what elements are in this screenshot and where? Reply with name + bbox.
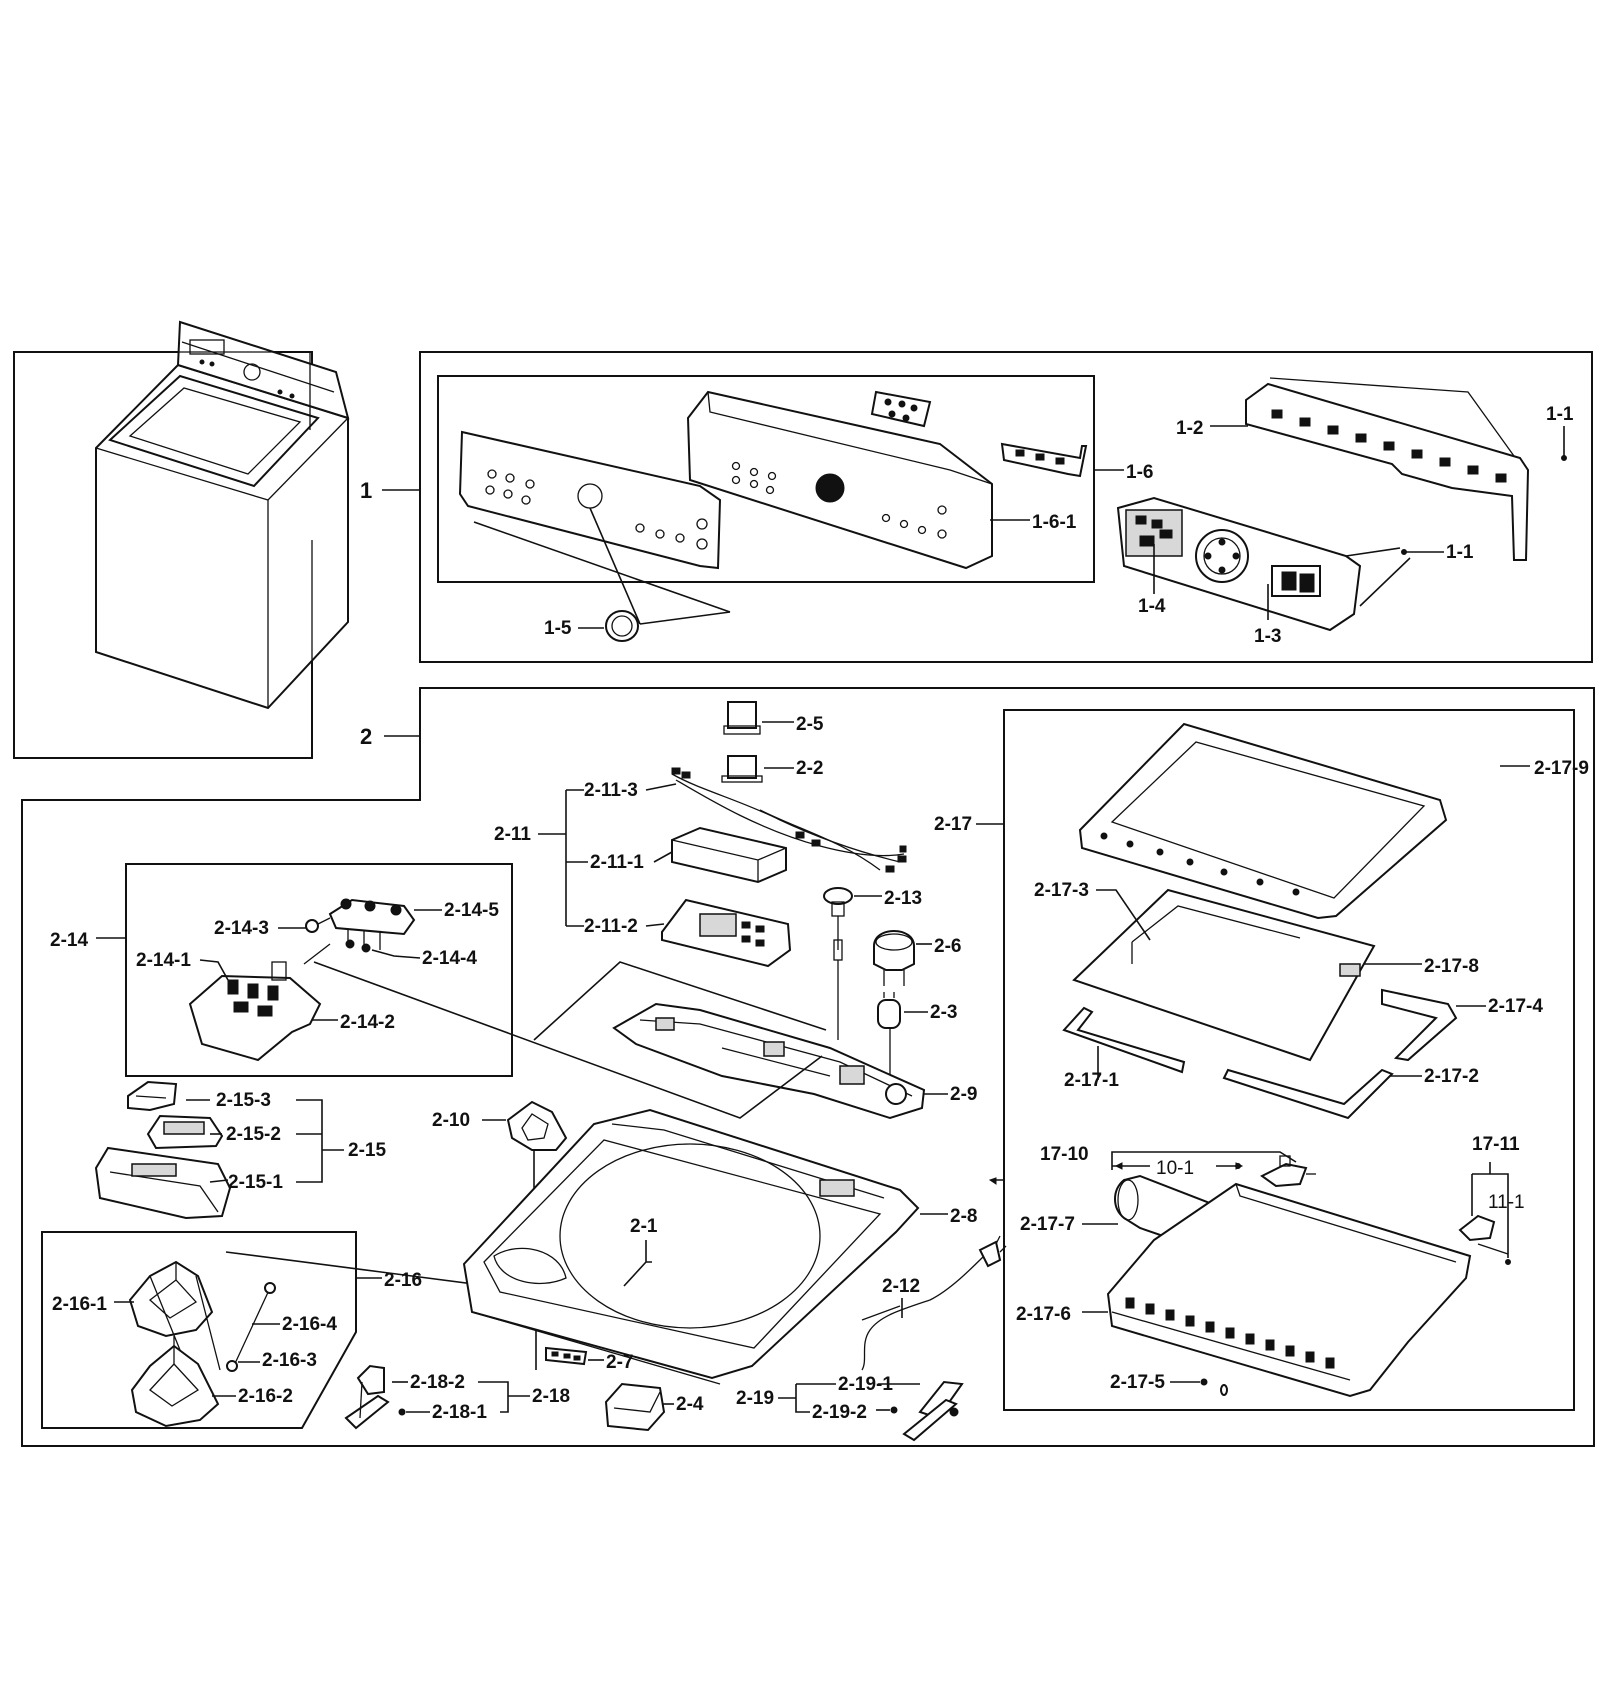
section-2-boundary: 2: [21, 687, 1595, 1447]
part-2-17-group: 2-17 2-17-9 2-17-3 2-17-8 2-17-4 2-17-1 …: [934, 709, 1589, 1411]
label-2-3: 2-3: [930, 1002, 957, 1023]
label-2-17-6: 2-17-6: [1016, 1304, 1071, 1325]
part-2-15-group: 2-15-3 2-15-2 2-15-1 2-15: [94, 1080, 386, 1220]
part-2-19-group: 2-19 2-19-1 2-19-2: [736, 1374, 964, 1442]
part-2-7: 2-7: [545, 1346, 633, 1373]
label-2-18: 2-18: [532, 1386, 570, 1407]
part-2-5-2-2: 2-5 2-2: [721, 701, 824, 783]
label-2-11-1: 2-11-1: [590, 852, 644, 873]
label-2-14-1: 2-14-1: [136, 950, 191, 971]
label-2-5: 2-5: [796, 714, 824, 735]
label-2-17-2: 2-17-2: [1424, 1066, 1479, 1087]
label-2-8: 2-8: [950, 1206, 977, 1227]
part-2-10-2-8: 2-10 2-1 2-8: [432, 1100, 977, 1385]
label-2-17-1: 2-17-1: [1064, 1070, 1119, 1091]
label-2-16-2: 2-16-2: [238, 1386, 293, 1407]
label-1-6: 1-6: [1126, 462, 1153, 483]
label-2-2: 2-2: [796, 758, 823, 779]
label-2-17: 2-17: [934, 814, 972, 835]
label-2-6: 2-6: [934, 936, 961, 957]
label-2-15-3: 2-15-3: [216, 1090, 271, 1111]
label-17-11: 17-11: [1472, 1134, 1520, 1155]
label-2-16: 2-16: [384, 1270, 422, 1291]
part-2-13-2-6-2-3: 2-13 2-6 2-3: [823, 887, 961, 1080]
label-2-12: 2-12: [882, 1276, 920, 1297]
label-2-14-4: 2-14-4: [422, 948, 477, 969]
label-1-5: 1-5: [544, 618, 572, 639]
label-2-1: 2-1: [630, 1216, 658, 1237]
label-2-14: 2-14: [50, 930, 88, 951]
part-2-18-group: 2-18-2 2-18-1 2-18: [344, 1364, 570, 1430]
part-2-14-group: 2-14 2-14-5 2-14-3 2-14-4 2-14-1 2-14-2: [50, 863, 513, 1077]
label-2-14-2: 2-14-2: [340, 1012, 395, 1033]
label-2-16-3: 2-16-3: [262, 1350, 317, 1371]
label-2-9: 2-9: [950, 1084, 977, 1105]
label-2-17-3: 2-17-3: [1034, 880, 1089, 901]
label-2-11-2: 2-11-2: [584, 916, 638, 937]
label-1-3: 1-3: [1254, 626, 1281, 647]
label-2-13: 2-13: [884, 888, 922, 909]
label-2-18-2: 2-18-2: [410, 1372, 465, 1393]
label-2-16-4: 2-16-4: [282, 1314, 337, 1335]
label-2-10: 2-10: [432, 1110, 470, 1131]
label-17-10: 17-10: [1040, 1144, 1089, 1165]
label-2-17-8: 2-17-8: [1424, 956, 1479, 977]
label-2-17-9: 2-17-9: [1534, 758, 1589, 779]
label-2-4: 2-4: [676, 1394, 704, 1415]
label-2-17-5: 2-17-5: [1110, 1372, 1165, 1393]
label-1-1-mid: 1-1: [1446, 542, 1474, 563]
label-2-19-2: 2-19-2: [812, 1402, 867, 1423]
label-2: 2: [360, 724, 372, 749]
section-1-control-panel: 1 1-5 1-6: [360, 351, 1593, 663]
label-2-16-1: 2-16-1: [52, 1294, 107, 1315]
label-2-18-1: 2-18-1: [432, 1402, 487, 1423]
label-1-2: 1-2: [1176, 418, 1203, 439]
label-2-17-7: 2-17-7: [1020, 1214, 1075, 1235]
part-2-4: 2-4: [604, 1382, 704, 1432]
label-2-15-1: 2-15-1: [228, 1172, 283, 1193]
label-11-1: 11-1: [1488, 1192, 1525, 1213]
label-1-1-top: 1-1: [1546, 404, 1574, 425]
label-1-4: 1-4: [1138, 596, 1166, 617]
label-2-11-3: 2-11-3: [584, 780, 638, 801]
part-2-9: 2-9: [313, 961, 977, 1120]
label-2-17-4: 2-17-4: [1488, 996, 1543, 1017]
label-1: 1: [360, 478, 372, 503]
label-2-14-3: 2-14-3: [214, 918, 269, 939]
label-2-15: 2-15: [348, 1140, 386, 1161]
part-2-16-group: 2-16 2-16-1 2-16-2 2-16-4 2-16-3: [41, 1231, 537, 1429]
label-2-15-2: 2-15-2: [226, 1124, 281, 1145]
label-2-14-5: 2-14-5: [444, 900, 499, 921]
part-2-11-group: 2-11 2-11-3 2-11-1 2-11-2: [494, 767, 907, 968]
label-2-11: 2-11: [494, 824, 531, 845]
label-1-6-1: 1-6-1: [1032, 512, 1077, 533]
part-2-12: 2-12: [861, 1235, 1007, 1371]
washer-overview: [13, 320, 350, 759]
label-2-7: 2-7: [606, 1352, 633, 1373]
label-2-19-1: 2-19-1: [838, 1374, 893, 1395]
label-10-1: 10-1: [1156, 1158, 1194, 1179]
label-2-19: 2-19: [736, 1388, 774, 1409]
